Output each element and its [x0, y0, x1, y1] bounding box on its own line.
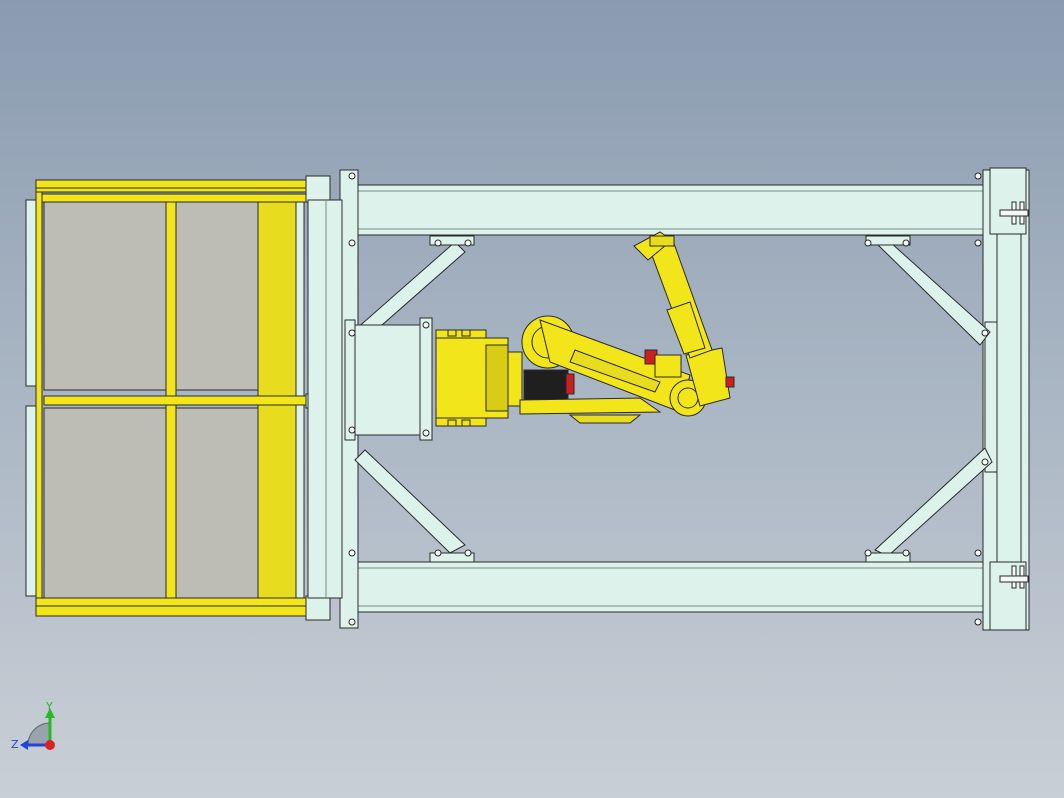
axis-triad: Y Z	[11, 700, 55, 751]
robot-arm	[435, 231, 735, 427]
z-axis-label: Z	[11, 738, 19, 751]
panel-top-left	[43, 201, 167, 391]
brace-lower-right	[874, 447, 993, 557]
panel-bottom-left	[43, 407, 167, 599]
top-beam	[351, 184, 988, 236]
y-axis-label: Y	[45, 700, 53, 713]
bottom-beam	[351, 561, 988, 613]
steel-frame	[339, 167, 1030, 631]
brace-lower-left	[354, 449, 466, 554]
j2-motor	[523, 369, 569, 401]
brace-upper-right	[873, 241, 991, 346]
safety-enclosure	[25, 175, 343, 621]
panel-bottom-right	[175, 407, 259, 599]
robot-pedestal	[354, 324, 422, 436]
panel-top-right	[175, 201, 259, 391]
x-axis-dot	[45, 740, 55, 750]
